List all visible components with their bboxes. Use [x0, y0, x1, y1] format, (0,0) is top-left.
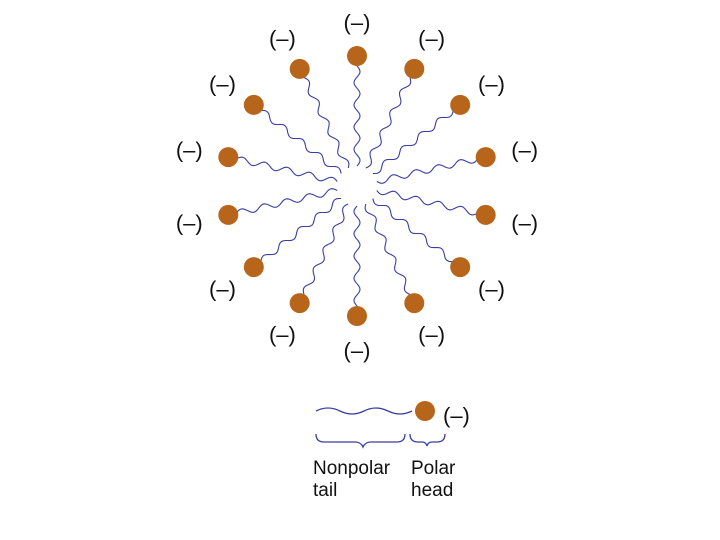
molecule-tail [235, 188, 338, 214]
molecule-head [450, 257, 471, 278]
nonpolar-tail-label: Nonpolar tail [313, 458, 390, 502]
molecule-head [475, 204, 496, 225]
molecule-head [289, 58, 310, 79]
molecule-head [347, 46, 367, 66]
molecule-head [218, 204, 239, 225]
legend-head [415, 401, 435, 421]
head-charge-label: (–) [511, 211, 538, 236]
molecule-head [404, 293, 425, 314]
molecule-tail [376, 158, 479, 184]
molecule-tail [364, 203, 411, 295]
molecule-head [347, 306, 367, 326]
nonpolar-label-line1: Nonpolar [313, 458, 391, 479]
head-charge-label: (–) [209, 72, 236, 97]
head-charge-label: (–) [418, 322, 445, 347]
legend-molecule: (–) [315, 401, 470, 449]
molecule-tail [372, 110, 454, 175]
molecule-head [450, 94, 471, 115]
head-charge-label: (–) [478, 276, 505, 301]
molecule-head [475, 147, 496, 168]
legend-charge: (–) [443, 403, 470, 428]
head-charge-label: (–) [269, 26, 296, 51]
head-charge-label: (–) [418, 26, 445, 51]
molecule-tail [302, 203, 349, 295]
molecule-tail [353, 65, 361, 167]
polar-label-line2: head [411, 480, 454, 501]
molecule-head [243, 257, 264, 278]
molecule-tail [353, 205, 361, 307]
head-charge-label: (–) [269, 322, 296, 347]
polar-brace [409, 433, 446, 447]
molecule-tail [236, 156, 338, 182]
head-charge-label: (–) [511, 138, 538, 163]
head-charge-label: (–) [478, 72, 505, 97]
molecule-tail [372, 198, 454, 263]
head-charge-label: (–) [344, 10, 371, 35]
molecule-head [404, 58, 425, 79]
head-charge-label: (–) [176, 211, 203, 236]
head-charge-label: (–) [176, 138, 203, 163]
nonpolar-label-line2: tail [313, 480, 338, 501]
nonpolar-brace [315, 433, 406, 449]
molecule-head [289, 293, 310, 314]
micelle: (–) (–) (–) (–) (–) (–) (–) (–) (–) (–) (–) (–) (–) (… [176, 10, 538, 363]
molecule-tail [376, 190, 478, 216]
molecule-head [243, 94, 264, 115]
polar-head-label: Polar head [411, 458, 455, 502]
head-charge-label: (–) [344, 338, 371, 363]
polar-label-line1: Polar [411, 458, 456, 479]
molecule-tail [260, 197, 342, 262]
molecule-tail [365, 77, 412, 169]
molecule-tail [303, 77, 350, 169]
molecule-tail [260, 109, 342, 174]
legend-tail [315, 407, 413, 415]
molecule-head [218, 147, 239, 168]
head-charge-label: (–) [209, 276, 236, 301]
